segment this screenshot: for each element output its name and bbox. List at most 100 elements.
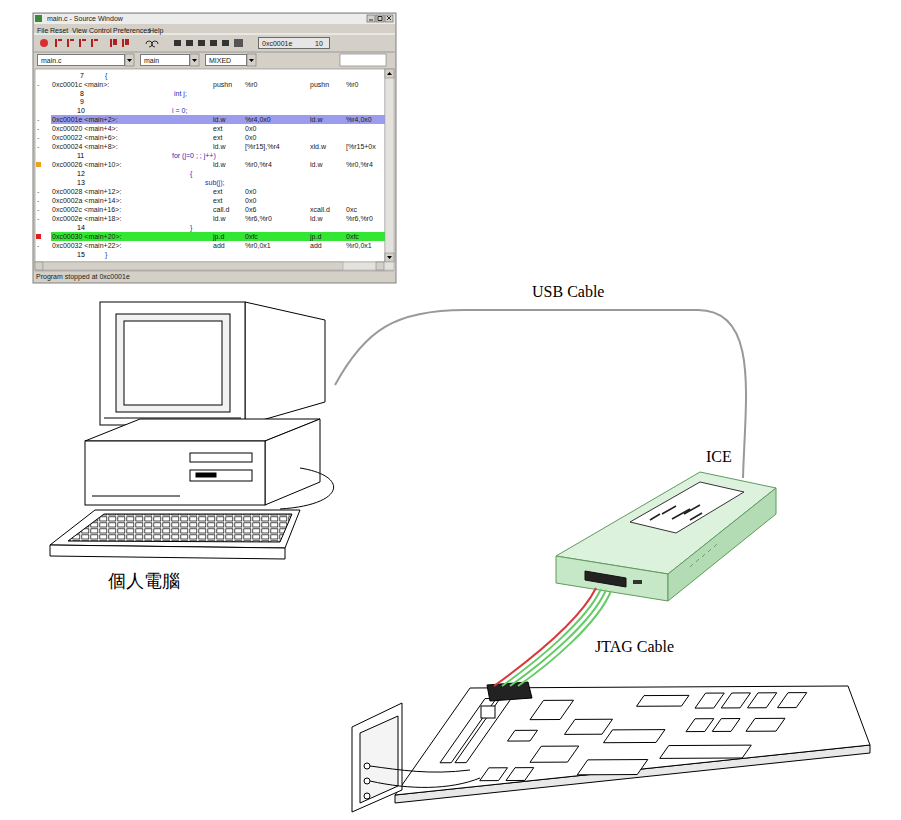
cable-label: JTAG Cable	[593, 638, 676, 656]
instruction-text: 0x0	[245, 133, 256, 142]
dash-marker: -	[37, 142, 39, 151]
instruction-text: xld.w	[310, 142, 326, 151]
code-address: 0xc0002a <main+14>:	[52, 196, 121, 205]
cable-label: USB Cable	[530, 283, 606, 301]
instruction-text: 0xfc	[245, 232, 258, 241]
pc-drawing	[50, 302, 334, 559]
instruction-text: ext	[213, 133, 222, 142]
dash-marker: -	[37, 214, 39, 223]
address-field: 0xc0001e 10	[258, 37, 330, 49]
source-code: for (j=0 ; ; j++)	[172, 151, 216, 160]
source-code: int j;	[174, 89, 187, 98]
instruction-text: ld.w	[213, 142, 225, 151]
window-text: Help	[149, 26, 163, 35]
instruction-text: 0x6	[245, 205, 256, 214]
jtag-ribbon	[494, 588, 611, 686]
source-code: }	[190, 223, 192, 232]
dash-marker: -	[37, 196, 39, 205]
code-address: 0xc00022 <main+6>:	[52, 133, 118, 142]
dash-marker: -	[37, 124, 39, 133]
instruction-text: %r6,%r0	[245, 214, 272, 223]
source-code: }	[105, 250, 107, 259]
instruction-text: ld.w	[310, 115, 322, 124]
field-text: MIXED	[209, 56, 231, 65]
code-address: 0xc00028 <main+12>:	[52, 187, 121, 196]
ice-drawing	[556, 472, 776, 601]
window-text: File	[37, 26, 48, 35]
instruction-text: %r6,%r0	[346, 214, 373, 223]
ice-box: ICE	[553, 478, 780, 602]
code-address: 0xc0001c <main>:	[52, 80, 109, 89]
code-address: 0xc00032 <main+22>:	[52, 241, 121, 250]
instruction-text: add	[310, 241, 322, 250]
instruction-text: 0xc	[346, 205, 357, 214]
instruction-text: add	[213, 241, 225, 250]
instruction-text: ld.w	[213, 115, 225, 124]
instruction-text: ld.w	[213, 214, 225, 223]
instruction-text: ext	[213, 187, 222, 196]
instruction-text: 0x0	[245, 124, 256, 133]
instruction-text: 0x0	[245, 187, 256, 196]
field-text: 10	[315, 39, 323, 48]
instruction-text: [%r15+0x	[346, 142, 376, 151]
window-text: Preferences	[113, 26, 151, 35]
instruction-text: ld.w	[310, 214, 322, 223]
line-number: 15	[77, 250, 85, 259]
instruction-text: %r4,0x0	[346, 115, 372, 124]
line-number: 8	[80, 89, 84, 98]
line-number: 13	[77, 178, 85, 187]
personal-computer: 個人電腦	[45, 300, 335, 600]
source-code: i = 0;	[172, 106, 187, 115]
dropdown-box: main	[140, 54, 190, 66]
instruction-text: %r0,%r4	[346, 160, 373, 169]
instruction-text: 0x0	[245, 196, 256, 205]
usb-cable	[335, 310, 746, 478]
instruction-text: %r0,0x1	[245, 241, 271, 250]
instruction-text: %r0	[346, 80, 358, 89]
source-code: {	[190, 169, 192, 178]
window-text: View	[72, 26, 87, 35]
line-number: 7	[80, 71, 84, 80]
dash-marker: -	[37, 205, 39, 214]
code-address: 0xc00020 <main+4>:	[52, 124, 118, 133]
code-address: 0xc0002c <main+16>:	[52, 205, 121, 214]
instruction-text: %r0,0x1	[346, 241, 372, 250]
instruction-text: ld.w	[310, 160, 322, 169]
code-address: 0xc00030 <main+20>:	[52, 232, 121, 241]
dash-marker: -	[37, 241, 39, 250]
line-number: 10	[77, 106, 85, 115]
dash-marker: -	[37, 115, 39, 124]
dropdown-box: main.c	[37, 54, 125, 66]
instruction-text: jp.d	[310, 232, 321, 241]
instruction-text: ext	[213, 196, 222, 205]
instruction-text: xcall.d	[310, 205, 330, 214]
dropdown-box: MIXED	[205, 54, 247, 66]
instruction-text: pushn	[213, 80, 232, 89]
window-text: Control	[89, 26, 112, 35]
field-text: 0xc0001e	[262, 39, 292, 48]
device-label: ICE	[706, 448, 732, 466]
instruction-text: %r4,0x0	[245, 115, 271, 124]
device-label: 個人電腦	[108, 570, 180, 592]
line-number: 9	[80, 97, 84, 106]
code-address: 0xc00024 <main+8>:	[52, 142, 118, 151]
source-code: {	[105, 71, 107, 80]
window-text: Reset	[50, 26, 68, 35]
line-number: 11	[77, 151, 84, 160]
instruction-text: call.d	[213, 205, 229, 214]
dash-marker: -	[37, 187, 39, 196]
code-address: 0xc00026 <main+10>:	[52, 160, 121, 169]
field-text: main.c	[41, 56, 62, 65]
instruction-text: [%r15],%r4	[245, 142, 280, 151]
window-text: main.c - Source Window	[47, 14, 123, 23]
field-text: main	[144, 56, 159, 65]
window-text: Program stopped at 0xc0001e	[36, 272, 130, 281]
instruction-text: 0xfc	[346, 232, 359, 241]
line-number: 12	[77, 169, 85, 178]
source-window: main.c - Source WindowFileReset ViewContr…	[33, 13, 396, 283]
instruction-text: ext	[213, 124, 222, 133]
instruction-text: pushn	[310, 80, 329, 89]
